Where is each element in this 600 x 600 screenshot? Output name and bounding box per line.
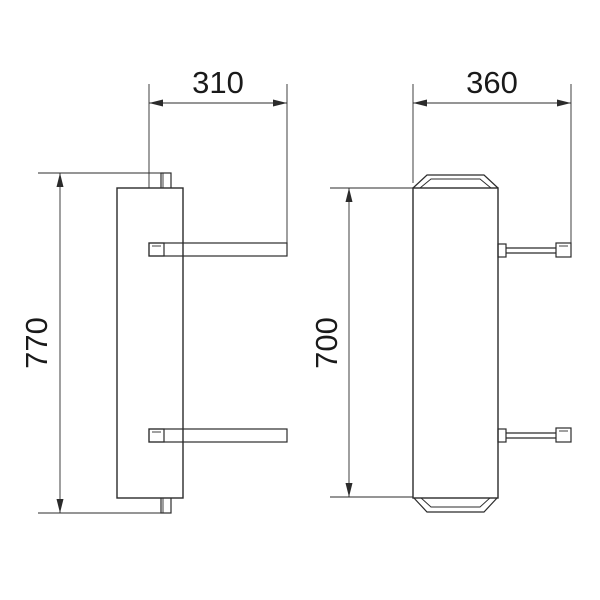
right-panel-body xyxy=(412,187,499,499)
right-height-arrow-bottom xyxy=(345,483,353,497)
top-cap-outer xyxy=(412,174,499,189)
right-height-arrow-top xyxy=(345,188,353,202)
bottom-cap-inner xyxy=(419,496,492,508)
upper-bracket-end xyxy=(555,242,572,258)
bottom-cap-outer xyxy=(412,496,499,513)
left-view: 310 770 xyxy=(19,65,288,514)
right-height-label: 700 xyxy=(309,317,344,369)
right-upper-bracket xyxy=(497,242,572,258)
left-upper-bracket xyxy=(148,242,288,257)
left-lower-bracket xyxy=(148,428,288,443)
post-top-stub xyxy=(160,172,172,190)
left-height-arrow-top xyxy=(56,173,64,187)
left-height-label: 770 xyxy=(19,317,54,369)
right-width-arrow-right xyxy=(557,99,571,107)
upper-arm-clamp xyxy=(148,242,165,257)
left-width-arrow-left xyxy=(149,99,163,107)
upper-bracket-mount xyxy=(497,243,507,258)
left-width-label: 310 xyxy=(192,65,244,100)
left-width-arrow-right xyxy=(273,99,287,107)
lower-arm-clamp xyxy=(148,428,165,443)
right-width-label: 360 xyxy=(466,65,518,100)
left-height-arrow-bottom xyxy=(56,499,64,513)
right-view: 360 700 xyxy=(309,65,572,513)
post-bottom-stub xyxy=(160,496,172,514)
lower-bracket-end xyxy=(555,427,572,443)
top-cap-inner xyxy=(419,178,492,189)
right-lower-bracket xyxy=(497,427,572,443)
left-panel-body xyxy=(116,187,184,499)
lower-bracket-mount xyxy=(497,428,507,443)
right-width-arrow-left xyxy=(413,99,427,107)
